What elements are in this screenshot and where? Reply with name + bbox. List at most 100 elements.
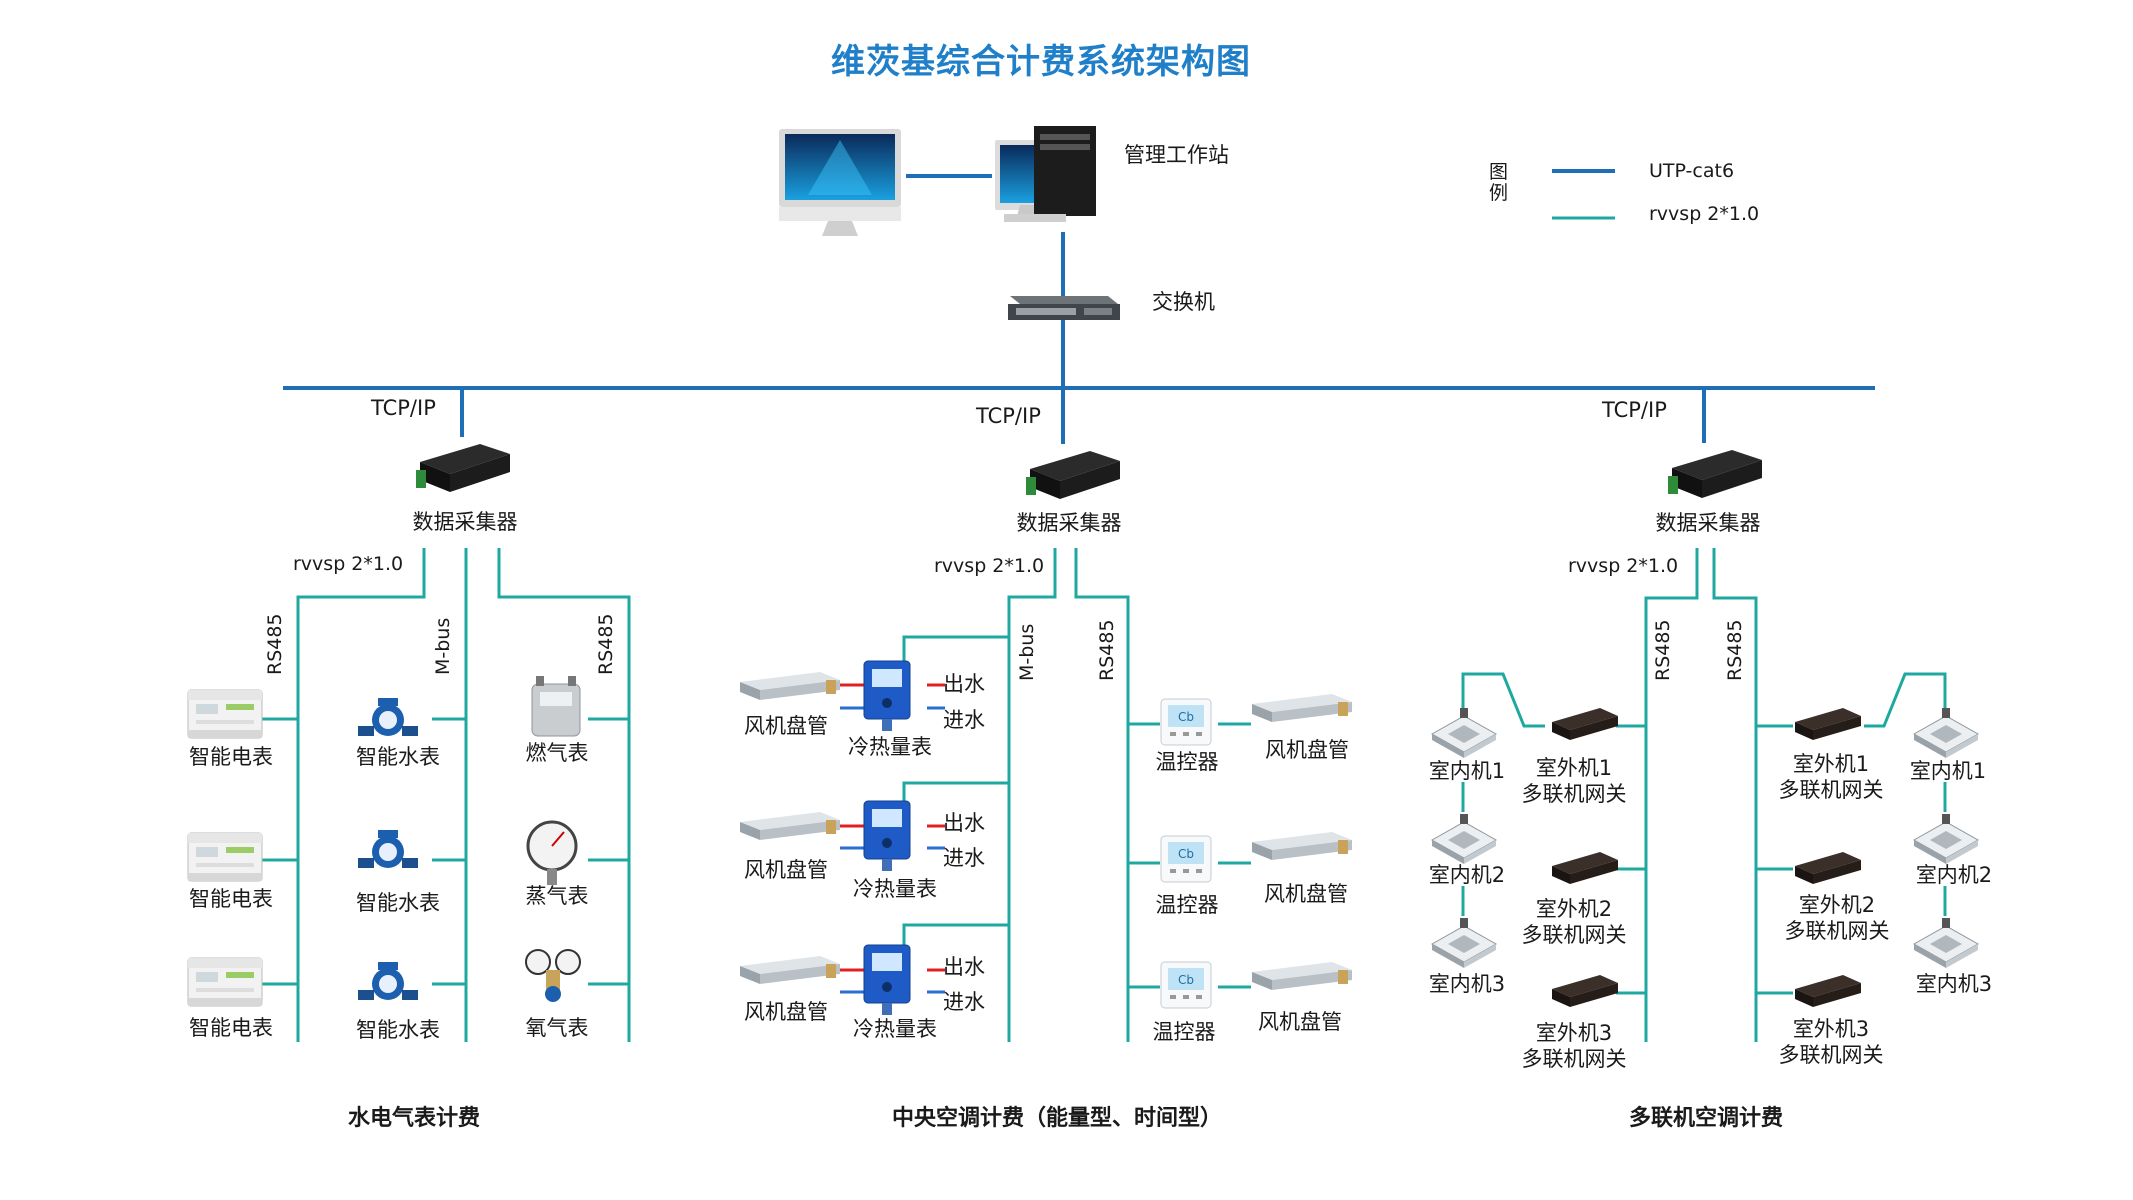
legend-rvvsp-label: rvvsp 2*1.0 xyxy=(1649,203,1760,225)
outlet-3-label: 出水 xyxy=(943,955,985,979)
section3-rs485-right: RS485 xyxy=(1724,619,1746,681)
inlet-2-label: 进水 xyxy=(943,846,985,870)
outlet-2-label: 出水 xyxy=(943,811,985,835)
electric-meter-1-label: 智能电表 xyxy=(189,745,273,769)
collector-2-protocol: TCP/IP xyxy=(976,404,1041,428)
indoor-unit-right-2-label: 室内机2 xyxy=(1915,863,1993,887)
thermostat-1-label: 温控器 xyxy=(1155,750,1219,774)
collector-3-label: 数据采集器 xyxy=(1655,511,1761,535)
indoor-unit-right-2-icon xyxy=(1913,813,1979,865)
switch-label: 交换机 xyxy=(1152,290,1215,314)
oxygen-meter-icon xyxy=(525,949,581,1002)
vrf-outdoor-left-1: 室外机1 xyxy=(1535,756,1613,780)
collector-1-icon xyxy=(416,444,510,492)
collector-2-label: 数据采集器 xyxy=(1016,511,1122,535)
workstation-label: 管理工作站 xyxy=(1124,143,1229,167)
section1-wiring xyxy=(262,548,631,1042)
legend-title: 图 例 xyxy=(1489,161,1509,204)
indoor-unit-left-1-icon xyxy=(1431,707,1497,759)
vrf-outdoor-left-2: 室外机2 xyxy=(1535,897,1613,921)
vrf-gateway-left-3-icon xyxy=(1552,975,1618,1007)
steam-meter-icon xyxy=(526,820,578,885)
collector-1-bus-label: rvvsp 2*1.0 xyxy=(293,553,404,575)
inlet-3-label: 进水 xyxy=(943,990,985,1014)
water-meter-3-icon xyxy=(358,962,418,1000)
page-title: 维茨基综合计费系统架构图 xyxy=(831,42,1251,82)
electric-meter-3-label: 智能电表 xyxy=(189,1016,273,1040)
section2-mbus: M-bus xyxy=(1016,623,1038,681)
section2-footer: 中央空调计费（能量型、时间型） xyxy=(891,1106,1223,1131)
monitor-icon xyxy=(779,129,901,236)
vrf-gateway-left-1-icon xyxy=(1552,708,1618,740)
thermostat-2-icon xyxy=(1160,835,1212,883)
indoor-unit-left-3-label: 室内机3 xyxy=(1428,972,1506,996)
water-meter-2-icon xyxy=(358,830,418,868)
outlet-1-label: 出水 xyxy=(943,672,985,696)
vrf-gateway-right-2-icon xyxy=(1795,852,1861,884)
collector-2-icon xyxy=(1026,451,1120,499)
indoor-unit-right-3-label: 室内机3 xyxy=(1915,972,1993,996)
fan-coil-3-label: 风机盘管 xyxy=(744,1000,828,1024)
collector-2-bus-label: rvvsp 2*1.0 xyxy=(934,555,1045,577)
fan-coil-2-icon xyxy=(740,812,840,840)
water-meter-1-icon xyxy=(358,698,418,736)
heat-meter-1-icon xyxy=(863,660,911,732)
vrf-outdoor-right-1: 室外机1 xyxy=(1792,752,1870,776)
thermostat-1-icon xyxy=(1160,698,1212,746)
heat-meter-1-label: 冷热量表 xyxy=(848,735,932,759)
section3-rs485-left: RS485 xyxy=(1652,619,1674,681)
vrf-outdoor-left-3: 室外机3 xyxy=(1535,1021,1613,1045)
vrf-gateway-left-2-icon xyxy=(1552,852,1618,884)
water-meter-1-label: 智能水表 xyxy=(356,745,440,769)
indoor-unit-left-1-label: 室内机1 xyxy=(1428,759,1506,783)
inlet-1-label: 进水 xyxy=(943,708,985,732)
thermostat-3-icon xyxy=(1160,961,1212,1009)
section3-wiring xyxy=(1461,548,1947,1042)
vrf-gateway-left-2-name: 多联机网关 xyxy=(1521,923,1627,948)
heat-meter-2-icon xyxy=(863,800,911,872)
oxygen-meter-label: 氧气表 xyxy=(525,1016,589,1040)
collector-3-icon xyxy=(1668,450,1762,498)
fan-coil-right-3-label: 风机盘管 xyxy=(1258,1010,1342,1034)
fan-coil-right-2-icon xyxy=(1252,832,1352,860)
legend-utp-label: UTP-cat6 xyxy=(1649,160,1735,182)
indoor-unit-right-1-label: 室内机1 xyxy=(1909,759,1987,783)
vrf-gateway-right-3-name: 多联机网关 xyxy=(1778,1043,1884,1068)
vrf-gateway-right-1-name: 多联机网关 xyxy=(1778,778,1884,803)
fan-coil-2-label: 风机盘管 xyxy=(744,858,828,882)
section1-rs485-left: RS485 xyxy=(264,613,286,675)
section1-rs485-right: RS485 xyxy=(595,613,617,675)
steam-meter-label: 蒸气表 xyxy=(525,884,589,908)
switch-icon xyxy=(1008,296,1120,320)
collector-1-protocol: TCP/IP xyxy=(371,396,436,420)
section1-mbus: M-bus xyxy=(432,617,454,675)
vrf-gateway-left-3-name: 多联机网关 xyxy=(1521,1047,1627,1072)
vrf-gateway-left-1-name: 多联机网关 xyxy=(1521,782,1627,807)
electric-meter-3-icon xyxy=(187,957,263,1007)
collector-3-protocol: TCP/IP xyxy=(1602,398,1667,422)
water-meter-3-label: 智能水表 xyxy=(356,1018,440,1042)
indoor-unit-left-3-icon xyxy=(1431,917,1497,969)
section1-footer: 水电气表计费 xyxy=(347,1106,481,1131)
water-meter-2-label: 智能水表 xyxy=(356,891,440,915)
section2-rs485: RS485 xyxy=(1096,619,1118,681)
heat-meter-3-label: 冷热量表 xyxy=(853,1017,937,1041)
indoor-unit-right-3-icon xyxy=(1913,917,1979,969)
section2-pipes xyxy=(840,683,945,994)
vrf-gateway-right-3-icon xyxy=(1795,975,1861,1007)
thermostat-3-label: 温控器 xyxy=(1152,1020,1216,1044)
fan-coil-1-icon xyxy=(740,672,840,700)
gas-meter-icon xyxy=(531,676,581,737)
fan-coil-right-2-label: 风机盘管 xyxy=(1264,882,1348,906)
vrf-gateway-right-1-icon xyxy=(1795,708,1861,740)
workstation-icon xyxy=(995,126,1096,222)
indoor-unit-left-2-icon xyxy=(1431,813,1497,865)
collector-1-label: 数据采集器 xyxy=(412,510,518,534)
fan-coil-right-1-icon xyxy=(1252,694,1352,722)
